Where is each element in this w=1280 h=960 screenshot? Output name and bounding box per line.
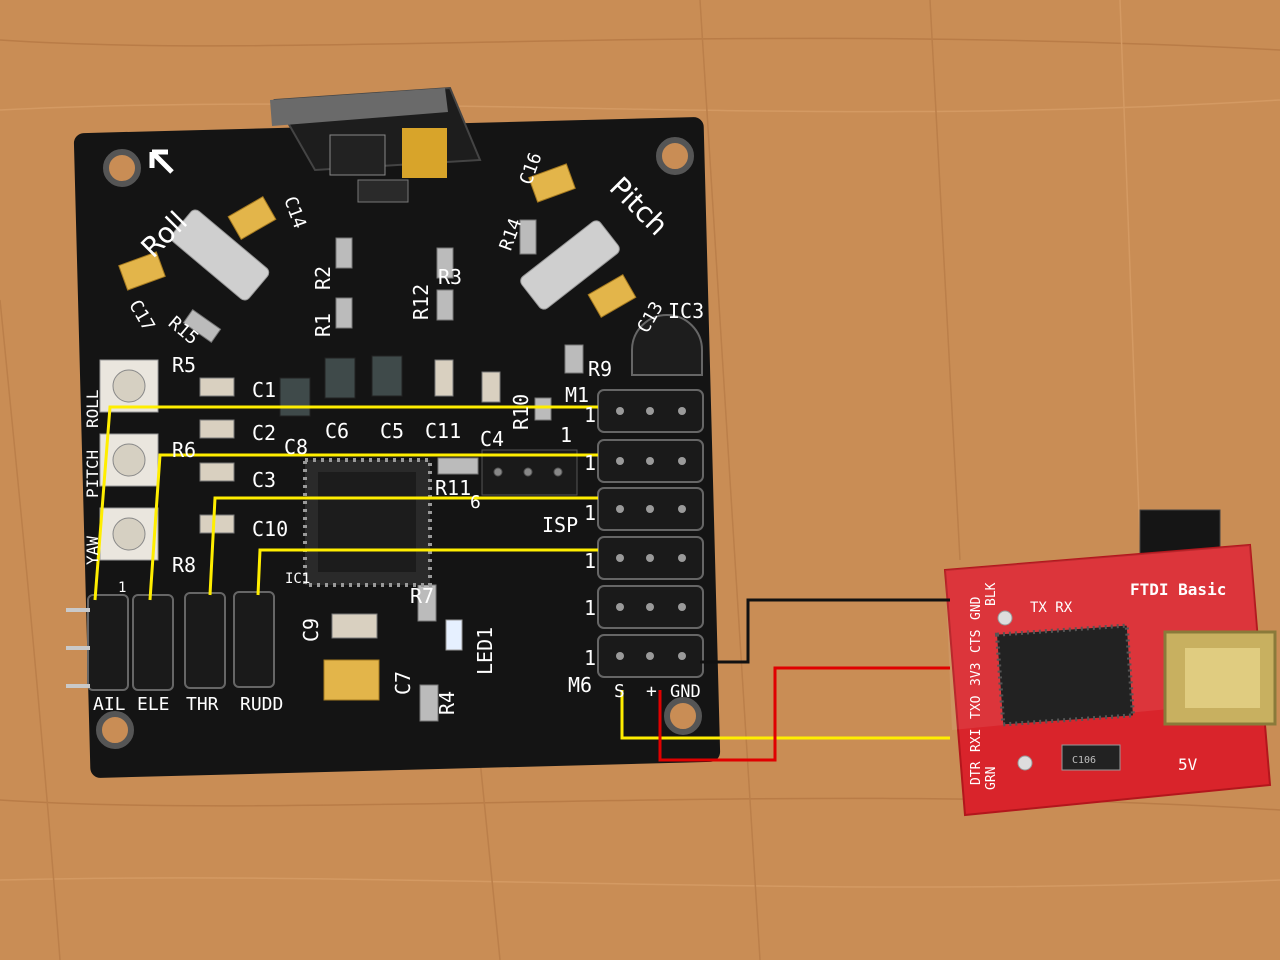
ftdi-cap-label: C106 [1072,755,1096,766]
capacitor-c8 [279,377,311,417]
mounting-hole [103,149,141,187]
label-c11: C11 [425,419,461,443]
label-m6: M6 [568,673,592,697]
mounting-holes [96,137,702,749]
capacitor-c17 [118,251,166,291]
label-r2: R2 [311,266,335,290]
label-r5: R5 [172,353,196,377]
motor-row-4-label: 1 [584,549,596,573]
mounting-hole [96,711,134,749]
label-c10: C10 [252,517,288,541]
label-r12: R12 [409,284,433,320]
ftdi-title: FTDI Basic [1130,580,1226,599]
ftdi-labels: FTDI Basic TX RX 5V C106 BLK GRN DTR RXI… [969,580,1226,790]
label-pot-yaw: YAW [83,536,102,565]
label-m1: M1 [565,383,589,407]
microcontroller-ic1 [303,458,432,587]
motor-row-6-label: 1 [584,646,596,670]
rx-label-rudd: RUDD [240,694,283,715]
ftdi-pin-rxi: RXI [969,729,984,752]
label-r8: R8 [172,553,196,577]
label-c2: C2 [252,421,276,445]
mounting-hole [664,697,702,735]
motor-row-2-label: 1 [584,451,596,475]
ftdi-adapter [943,509,1277,817]
arrow-up-left-icon [149,149,174,174]
label-c6: C6 [325,419,349,443]
label-c5: C5 [380,419,404,443]
motor-col-plus: + [646,681,657,702]
gyro-crystal-roll [170,209,270,301]
voltage-regulator [270,86,482,203]
red-wire [658,666,950,762]
ftdi-pin-cts: CTS [969,630,984,653]
ftdi-leds-label: TX RX [1030,600,1073,616]
label-isp-pin1: 1 [560,423,572,447]
ftdi-pin-dtr: DTR [969,761,984,785]
ftdi-pin-color-bottom: GRN [984,767,999,790]
capacitor-c5 [371,355,403,397]
mounting-hole [656,137,694,175]
label-ic1: IC1 [285,571,310,587]
tantalum-capacitors [118,163,637,701]
ftdi-pin-color-top: BLK [984,582,999,606]
ftdi-pin-gnd: GND [969,596,984,620]
isp-header [481,449,578,496]
capacitor-c7 [323,659,380,701]
motor-row-5-label: 1 [584,596,596,620]
motor-col-ground: GND [670,682,701,702]
label-r9: R9 [588,357,612,381]
trim-potentiometers [99,359,159,561]
rx-pin1-label: 1 [118,580,126,596]
electrolytic-capacitors [279,355,403,417]
ftdi-pin-3v3: 3V3 [969,663,984,686]
label-c3: C3 [252,468,276,492]
receiver-header-pins [87,591,275,691]
label-r7: R7 [410,584,434,608]
label-c7: C7 [391,671,415,695]
gyro-crystal-pitch [520,220,620,310]
label-pot-pitch: PITCH [83,450,102,498]
black-wire [700,598,950,664]
capacitor-c16 [528,163,576,203]
ftdi-voltage-label: 5V [1178,755,1198,774]
label-c1: C1 [252,378,276,402]
label-c4: C4 [480,427,504,451]
label-led1: LED1 [473,627,497,675]
capacitor-c14 [227,196,277,240]
yellow-wires [93,405,950,740]
label-r10: R10 [509,394,533,430]
ftdi-pin-txo: TXO [969,695,984,719]
ftdi-chip [994,623,1136,727]
motor-row-3-label: 1 [584,501,596,525]
label-c8: C8 [284,435,308,459]
receiver-pin-legs [66,608,90,688]
label-r3: R3 [438,265,462,289]
label-r6: R6 [172,438,196,462]
label-c9: C9 [299,618,323,642]
motor-header-pin-tips [616,407,686,660]
label-r11: R11 [435,476,471,500]
capacitor-c6 [324,357,356,399]
motor-row-1-label: 1 [584,403,596,427]
label-r1: R1 [311,313,335,337]
label-pot-roll: ROLL [83,389,102,428]
motor-col-signal: S [614,681,625,702]
rx-label-ele: ELE [137,694,170,715]
ic3-transistor [631,314,703,376]
capacitor-c13 [587,274,637,318]
label-isp: ISP [542,513,578,537]
rx-label-thr: THR [186,694,219,715]
rx-label-ail: AIL [93,694,126,715]
led1 [445,619,463,651]
label-isp-pin6: 6 [470,492,481,513]
label-r4: R4 [435,691,459,715]
label-ic3: IC3 [668,299,704,323]
